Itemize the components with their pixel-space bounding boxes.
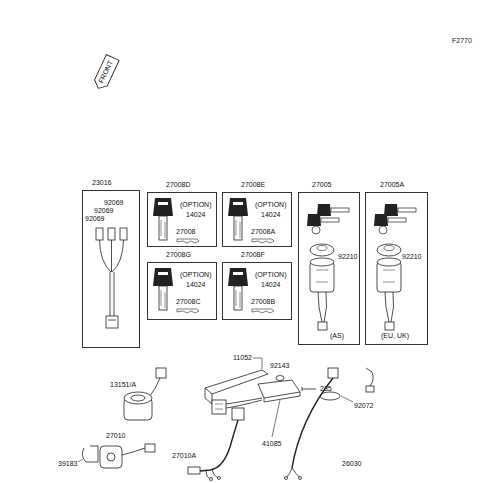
group-number: 27008G xyxy=(166,251,191,259)
callout-number: 11052 xyxy=(233,354,252,362)
part-number: (AS) xyxy=(330,332,344,340)
part-number: 14024 xyxy=(186,281,205,289)
callout-number: 27010A xyxy=(172,452,196,460)
part-number: 92069 xyxy=(94,207,113,215)
part-number: 92069 xyxy=(104,199,123,207)
callout-number: 13151/A xyxy=(110,381,136,389)
part-number: 14024 xyxy=(261,211,280,219)
part-number: (EU, UK) xyxy=(381,332,409,340)
part-number: (OPTION) xyxy=(180,201,212,209)
group-number: 23016 xyxy=(92,179,111,187)
parts-group-box: 27008D(OPTION)1402427008 xyxy=(147,192,217,247)
parts-group-box: 27005A92210(EU, UK) xyxy=(365,192,428,345)
part-number: 92210 xyxy=(402,253,421,261)
parts-group-box: 2700592210(AS) xyxy=(298,192,360,345)
callout-number: 41085 xyxy=(262,440,281,448)
parts-group-box: 27008E(OPTION)1402427008A xyxy=(222,192,292,247)
callout-number: 39183 xyxy=(58,460,77,468)
part-number: 27008B xyxy=(251,298,275,306)
group-number: 27008D xyxy=(166,181,191,189)
part-number: 14024 xyxy=(261,281,280,289)
group-number: 27005 xyxy=(312,181,331,189)
callout-number: 235 xyxy=(320,385,332,393)
group-number: 27005A xyxy=(380,181,404,189)
figure-number: F2770 xyxy=(452,37,472,45)
parts-group-box: 23016920699206992069 xyxy=(82,190,140,348)
callout-number: 27010 xyxy=(106,432,125,440)
callout-number: 92143 xyxy=(270,362,289,370)
part-number: 27008C xyxy=(176,298,201,306)
part-number: 27008A xyxy=(251,228,275,236)
parts-group-box: 27008F(OPTION)1402427008B xyxy=(222,262,292,320)
part-number: 14024 xyxy=(186,211,205,219)
part-number: 27008 xyxy=(176,228,195,236)
part-number: (OPTION) xyxy=(180,271,212,279)
part-number: (OPTION) xyxy=(255,201,287,209)
part-number: (OPTION) xyxy=(255,271,287,279)
group-number: 27008E xyxy=(241,181,265,189)
callout-number: 92072 xyxy=(354,402,373,410)
parts-group-box: 27008G(OPTION)1402427008C xyxy=(147,262,217,320)
callout-number: 26030 xyxy=(342,460,361,468)
part-number: 92069 xyxy=(85,215,104,223)
part-number: 92210 xyxy=(338,253,357,261)
group-number: 27008F xyxy=(241,251,265,259)
